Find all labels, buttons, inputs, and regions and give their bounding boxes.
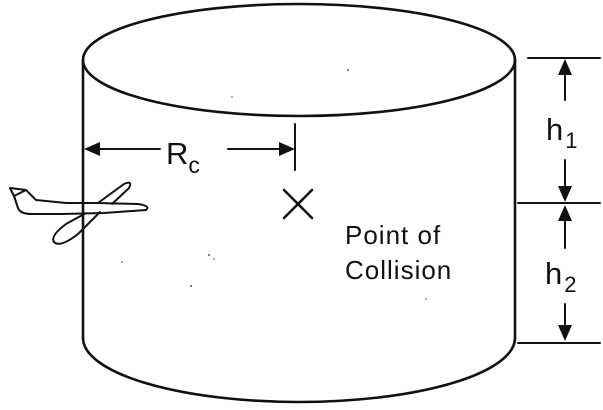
airplane-tail-fin (9, 187, 27, 197)
airplane-lower-wing (52, 211, 101, 245)
cylinder-top-ellipse (81, 2, 517, 118)
airplane-upper-wing (97, 181, 132, 205)
h1-arrowhead-up (558, 59, 572, 75)
cylinder (81, 2, 517, 404)
h2-symbol: h (545, 256, 562, 291)
radius-arrowhead-left (84, 142, 100, 156)
h2-label: h2 (545, 256, 577, 297)
airplane-icon (9, 181, 149, 245)
h2-subscript: 2 (564, 272, 576, 297)
h1-subscript: 1 (565, 128, 577, 153)
h2-arrowhead-down (558, 325, 572, 341)
x-mark-stroke-2 (282, 188, 314, 220)
airplane-fuselage (13, 189, 149, 215)
radius-dimension: Rc (84, 123, 296, 178)
radius-symbol: R (166, 136, 188, 171)
scan-specks (121, 11, 427, 300)
h1-label: h1 (546, 112, 578, 153)
collision-point: Point of Collision (282, 188, 452, 285)
height-dimensions: h1 h2 (517, 57, 601, 344)
collision-label-line2: Collision (345, 255, 452, 285)
radius-subscript: c (188, 152, 200, 178)
cylinder-bottom-arc (81, 336, 517, 404)
radius-arrowhead-right (279, 142, 295, 156)
h2-arrowhead-up (558, 205, 572, 221)
collision-label-line1: Point of (345, 220, 441, 250)
h1-arrowhead-down (558, 186, 572, 202)
h1-symbol: h (546, 112, 563, 147)
radius-label: Rc (166, 136, 200, 178)
